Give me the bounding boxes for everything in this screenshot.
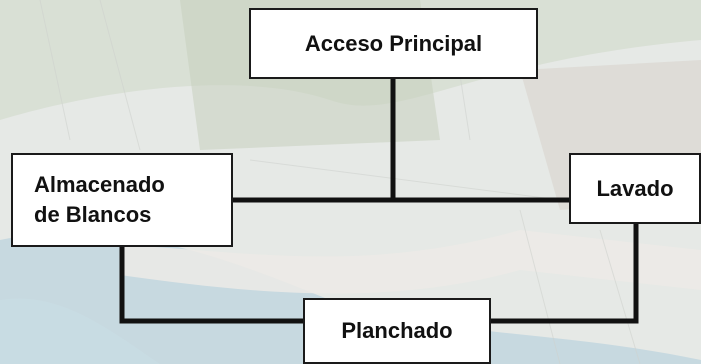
connector-almacenado-planchado [119,244,306,324]
node-planchado-label: Planchado [341,318,453,344]
node-almacenado-label: Almacenado de Blancos [34,172,165,227]
node-almacenado-de-blancos: Almacenado de Blancos [11,153,233,247]
node-planchado: Planchado [303,298,491,364]
node-acceso-principal-label: Acceso Principal [304,30,483,56]
node-lavado-label: Lavado [596,175,674,201]
node-lavado: Lavado [569,153,701,224]
node-acceso-principal: Acceso Principal [249,8,538,79]
connector-lavado-planchado [488,221,639,324]
